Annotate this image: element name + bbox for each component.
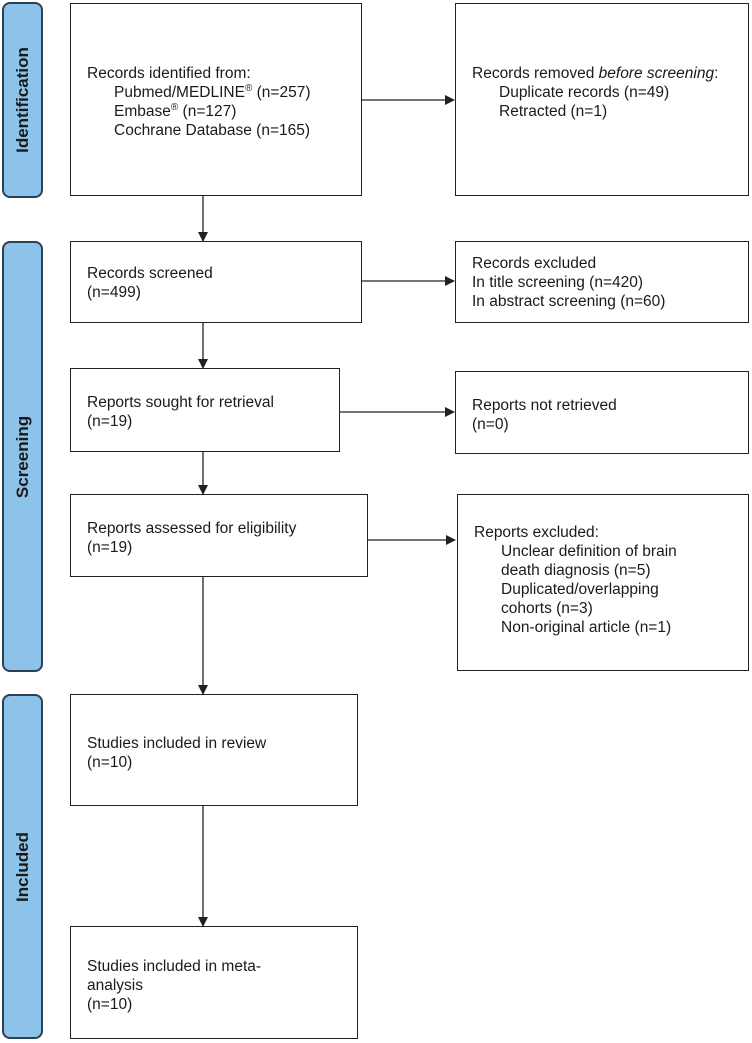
reports-excluded-title: Reports excluded: xyxy=(474,524,599,541)
phase-screening: Screening xyxy=(2,241,43,672)
box-studies-review: Studies included in review (n=10) xyxy=(70,694,358,806)
reports-excluded-reason-1a: Unclear definition of brain xyxy=(501,543,677,560)
box-reports-excluded: Reports excluded: Unclear definition of … xyxy=(457,494,749,671)
assessed-count: (n=19) xyxy=(87,539,133,556)
excluded-abstract-screening: In abstract screening (n=60) xyxy=(472,293,666,310)
box-records-screened: Records screened (n=499) xyxy=(70,241,362,323)
box-records-excluded: Records excluded In title screening (n=4… xyxy=(455,241,749,323)
box-records-removed: Records removed before screening: Duplic… xyxy=(455,3,749,196)
meta-title-line1: Studies included in meta- xyxy=(87,958,262,975)
meta-title-line2: analysis xyxy=(87,977,143,994)
box-records-identified: Records identified from: Pubmed/MEDLINE®… xyxy=(70,3,362,196)
removed-retracted: Retracted (n=1) xyxy=(499,103,608,120)
not-retrieved-count: (n=0) xyxy=(472,416,509,433)
box-reports-not-retrieved: Reports not retrieved (n=0) xyxy=(455,371,749,454)
meta-count: (n=10) xyxy=(87,996,133,1013)
reports-excluded-reason-2a: Duplicated/overlapping xyxy=(501,581,659,598)
assessed-title: Reports assessed for eligibility xyxy=(87,520,297,537)
excluded-title-screening: In title screening (n=420) xyxy=(472,274,644,291)
excluded-records-title: Records excluded xyxy=(472,255,597,272)
reports-excluded-reason-1b: death diagnosis (n=5) xyxy=(501,562,651,579)
phase-identification: Identification xyxy=(2,2,43,198)
box-studies-meta: Studies included in meta- analysis (n=10… xyxy=(70,926,358,1039)
identified-title: Records identified from: xyxy=(87,65,251,82)
sought-title: Reports sought for retrieval xyxy=(87,394,274,411)
box-reports-sought: Reports sought for retrieval (n=19) xyxy=(70,368,340,452)
removed-duplicates: Duplicate records (n=49) xyxy=(499,84,670,101)
identified-embase: Embase® (n=127) xyxy=(114,102,237,121)
review-title: Studies included in review xyxy=(87,735,267,752)
phase-included: Included xyxy=(2,694,43,1039)
reports-excluded-reason-2b: cohorts (n=3) xyxy=(501,600,593,617)
reports-excluded-reason-3: Non-original article (n=1) xyxy=(501,619,672,636)
identified-pubmed: Pubmed/MEDLINE® (n=257) xyxy=(114,83,311,102)
sought-count: (n=19) xyxy=(87,413,133,430)
removed-title: Records removed before screening: xyxy=(472,65,719,82)
screened-title: Records screened xyxy=(87,265,213,282)
identified-cochrane: Cochrane Database (n=165) xyxy=(114,122,311,139)
screened-count: (n=499) xyxy=(87,284,141,301)
box-reports-assessed: Reports assessed for eligibility (n=19) xyxy=(70,494,368,577)
not-retrieved-title: Reports not retrieved xyxy=(472,397,617,414)
review-count: (n=10) xyxy=(87,754,133,771)
